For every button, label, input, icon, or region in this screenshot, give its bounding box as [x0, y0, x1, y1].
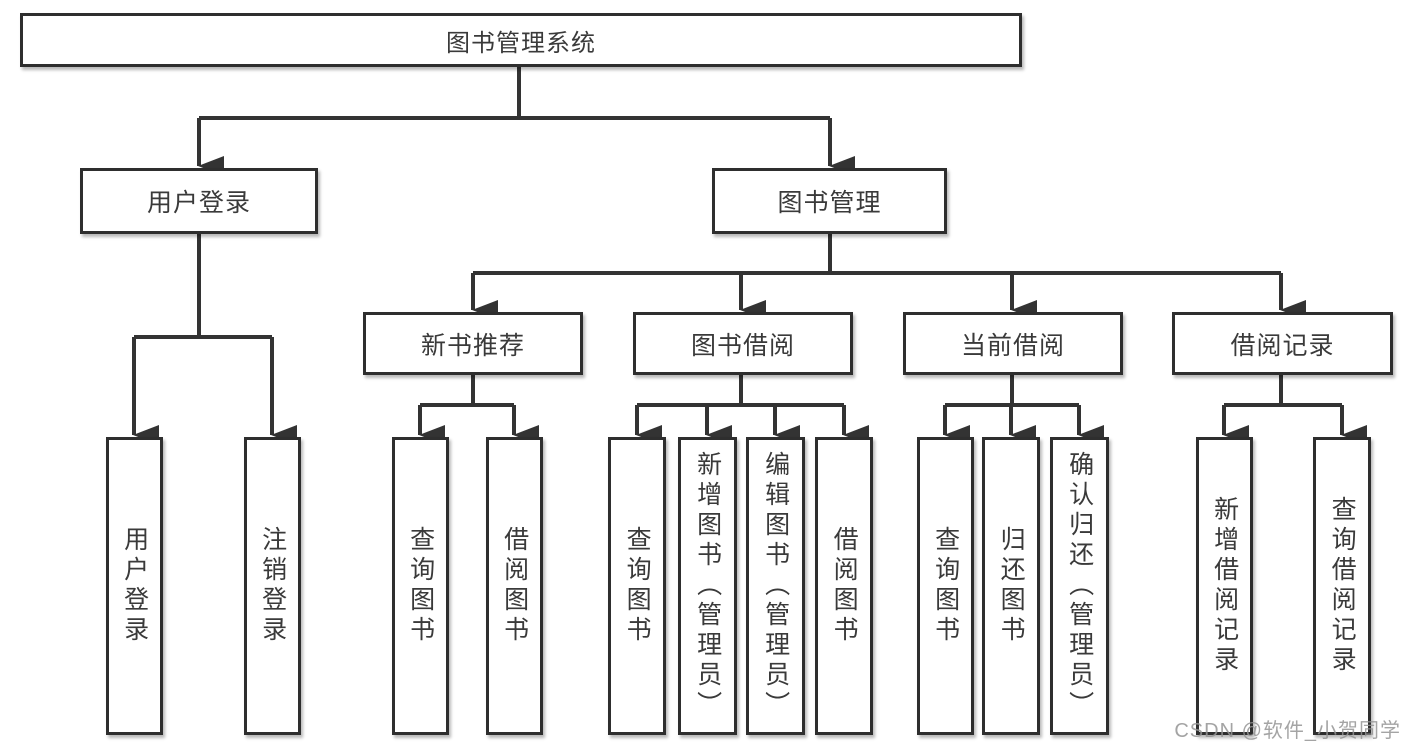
leaf-add-books-admin: 新增图书（管理员） — [678, 437, 737, 735]
leaf-query-borrow-record-label: 查询借阅记录 — [1328, 496, 1357, 676]
leaf-logout-label: 注销登录 — [258, 526, 287, 646]
leaf-query-books-1-label: 查询图书 — [406, 526, 435, 646]
leaf-return-books: 归还图书 — [982, 437, 1040, 735]
leaf-add-books-admin-label: 新增图书（管理员） — [693, 451, 722, 721]
leaf-query-borrow-record: 查询借阅记录 — [1313, 437, 1371, 735]
node-user-login-label: 用户登录 — [146, 189, 251, 217]
leaf-confirm-return-admin: 确认归还（管理员） — [1050, 437, 1109, 735]
node-current-borrowing: 当前借阅 — [903, 312, 1123, 375]
leaf-user-login-label: 用户登录 — [120, 526, 149, 646]
node-book-management: 图书管理 — [712, 168, 947, 234]
leaf-add-borrow-record-label: 新增借阅记录 — [1210, 496, 1239, 676]
node-current-borrowing-label: 当前借阅 — [960, 331, 1065, 360]
node-book-borrowing-label: 图书借阅 — [690, 331, 795, 360]
leaf-query-books-2-label: 查询图书 — [623, 526, 652, 646]
leaf-borrow-books-1-label: 借阅图书 — [500, 526, 529, 646]
leaf-query-books-1: 查询图书 — [392, 437, 449, 735]
node-new-book-recommend-label: 新书推荐 — [420, 331, 525, 360]
leaf-borrow-books-2-label: 借阅图书 — [830, 526, 859, 646]
leaf-query-books-2: 查询图书 — [608, 437, 666, 735]
node-user-login: 用户登录 — [80, 168, 318, 234]
leaf-query-books-3-label: 查询图书 — [931, 526, 960, 646]
leaf-borrow-books-1: 借阅图书 — [486, 437, 543, 735]
node-borrowing-records: 借阅记录 — [1172, 312, 1393, 375]
node-root: 图书管理系统 — [20, 13, 1022, 67]
node-borrowing-records-label: 借阅记录 — [1230, 331, 1335, 360]
watermark: CSDN @软件_小贺同学 — [1174, 720, 1401, 742]
node-book-management-label: 图书管理 — [777, 189, 882, 217]
leaf-edit-books-admin: 编辑图书（管理员） — [746, 437, 805, 735]
leaf-query-books-3: 查询图书 — [917, 437, 974, 735]
leaf-return-books-label: 归还图书 — [997, 526, 1026, 646]
node-new-book-recommend: 新书推荐 — [363, 312, 583, 375]
leaf-user-login: 用户登录 — [106, 437, 163, 735]
leaf-confirm-return-admin-label: 确认归还（管理员） — [1065, 451, 1094, 721]
leaf-add-borrow-record: 新增借阅记录 — [1196, 437, 1253, 735]
leaf-borrow-books-2: 借阅图书 — [815, 437, 873, 735]
leaf-edit-books-admin-label: 编辑图书（管理员） — [761, 451, 790, 721]
leaf-logout: 注销登录 — [244, 437, 301, 735]
node-root-label: 图书管理系统 — [446, 29, 596, 57]
node-book-borrowing: 图书借阅 — [633, 312, 853, 375]
connector-arrows — [132, 118, 1367, 445]
